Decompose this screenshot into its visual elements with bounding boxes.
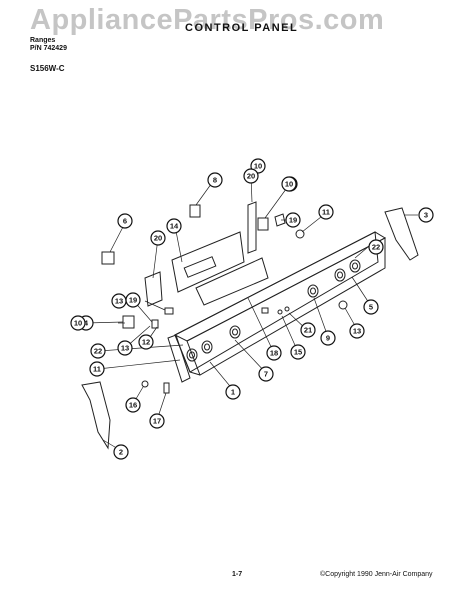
callout-10: 10 — [70, 315, 86, 331]
callout-label: 11 — [322, 208, 330, 217]
callout-label: 10 — [74, 319, 82, 328]
callout-label: 19 — [289, 216, 297, 225]
callout-22: 22 — [90, 343, 106, 359]
callout-label: 3 — [424, 211, 428, 220]
callout-label: 16 — [129, 401, 137, 410]
callout-label: 6 — [123, 217, 127, 226]
callout-label: 22 — [372, 243, 380, 252]
callout-label: 13 — [353, 327, 361, 336]
part-8 — [189, 204, 201, 218]
callout-19: 19 — [285, 212, 301, 228]
callout-label: 1 — [231, 388, 235, 397]
callout-label: 13 — [121, 344, 129, 353]
watermark: AppliancePartsPros.com — [30, 4, 385, 36]
copyright-note: ©Copyright 1990 Jenn-Air Company — [320, 571, 433, 578]
page-title: CONTROL PANEL — [185, 22, 299, 34]
page-number: 1-7 — [232, 571, 243, 578]
doc-line: Ranges — [30, 37, 56, 44]
bracket-right — [247, 201, 257, 254]
callout-11: 11 — [318, 204, 334, 220]
callout-label: 10 — [254, 162, 262, 171]
callout-16: 16 — [125, 397, 141, 413]
part-4-upper — [257, 217, 269, 231]
callout-15: 15 — [290, 344, 306, 360]
callout-20: 20 — [243, 168, 259, 184]
part-4-lower — [122, 315, 135, 329]
callout-label: 20 — [247, 172, 255, 181]
callout-22: 22 — [368, 239, 384, 255]
left-end-cap — [81, 381, 111, 450]
callout-1: 1 — [225, 384, 241, 400]
bracket-left — [144, 271, 163, 307]
callout-label: 10 — [285, 180, 293, 189]
callout-label: 8 — [213, 176, 217, 185]
display-overlay — [195, 257, 269, 306]
callout-8: 8 — [207, 172, 223, 188]
callout-label: 22 — [94, 347, 102, 356]
callout-19: 19 — [125, 292, 141, 308]
part-number: P/N 742429 — [30, 45, 67, 52]
callout-20: 20 — [150, 230, 166, 246]
part-19-lower — [164, 307, 174, 315]
callout-label: 2 — [119, 448, 123, 457]
callout-label: 12 — [142, 338, 150, 347]
part-13-right — [338, 300, 348, 310]
callout-label: 11 — [93, 365, 101, 374]
callout-label: 9 — [326, 334, 330, 343]
callout-label: 13 — [115, 297, 123, 306]
control-board — [171, 231, 245, 293]
right-end-cap — [384, 207, 419, 261]
callout-label: 5 — [369, 303, 373, 312]
callout-13: 13 — [349, 323, 365, 339]
callout-label: 14 — [170, 222, 179, 231]
part-16 — [141, 380, 149, 388]
part-11-upper — [295, 229, 305, 239]
callout-10: 10 — [281, 176, 297, 192]
part-6 — [101, 251, 115, 265]
callout-label: 4 — [84, 319, 89, 328]
callout-3: 3 — [418, 207, 434, 223]
part-19-upper — [274, 213, 286, 227]
control-panel-body — [167, 231, 387, 383]
callout-label: 19 — [129, 296, 137, 305]
model-number: S156W-C — [30, 64, 65, 73]
callout-label: 7 — [264, 370, 268, 379]
callout-label: 20 — [154, 234, 162, 243]
callout-13: 13 — [117, 340, 133, 356]
callouts: 1234456789101010111112131313141516171819… — [70, 158, 434, 460]
callout-5: 5 — [363, 299, 379, 315]
panel-knobs — [186, 259, 361, 362]
callout-7: 7 — [258, 366, 274, 382]
part-17 — [163, 382, 170, 394]
callout-label: 18 — [270, 349, 278, 358]
callout-12: 12 — [138, 334, 154, 350]
callout-6: 6 — [117, 213, 133, 229]
callout-18: 18 — [266, 345, 282, 361]
part-12 — [151, 319, 159, 329]
callout-2: 2 — [113, 444, 129, 460]
callout-14: 14 — [166, 218, 182, 234]
callout-13: 13 — [111, 293, 127, 309]
callout-9: 9 — [320, 330, 336, 346]
callout-label: 15 — [294, 348, 302, 357]
callout-label: 17 — [153, 417, 161, 426]
callout-11: 11 — [89, 361, 105, 377]
callout-label: 21 — [304, 326, 312, 335]
callout-17: 17 — [149, 413, 165, 429]
callout-21: 21 — [300, 322, 316, 338]
